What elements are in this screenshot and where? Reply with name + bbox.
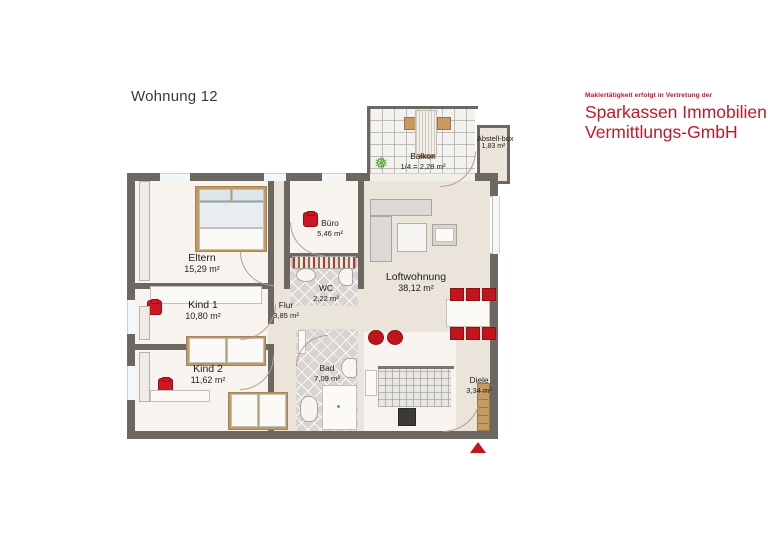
kind1-wardrobe xyxy=(139,306,150,340)
dining-chair-3 xyxy=(482,288,496,301)
exterior-wall-right xyxy=(490,173,498,439)
company-branding: Maklertätigkeit erfolgt in Vertretung de… xyxy=(585,92,767,143)
loft-sofa-back xyxy=(370,199,432,216)
branding-kicker: Maklertätigkeit erfolgt in Vertretung de… xyxy=(585,92,713,99)
entry-direction-arrow xyxy=(470,442,486,453)
interior-wall-eltern-right xyxy=(268,181,274,289)
abstellbox-floor xyxy=(480,128,507,181)
eltern-pillow-right xyxy=(232,189,264,201)
dining-chair-2 xyxy=(466,288,480,301)
room-label-flur: Flur 3,85 m² xyxy=(273,300,299,320)
buero-bookshelf xyxy=(292,256,356,269)
dining-chair-4 xyxy=(450,327,464,340)
eltern-bed-foot xyxy=(199,228,264,250)
dining-chair-1 xyxy=(450,288,464,301)
eltern-duvet xyxy=(199,202,264,228)
kitchen-stove xyxy=(398,408,416,426)
room-label-diele: Diele 3,34 m² xyxy=(466,375,492,395)
balcony-plant-icon: ❅ xyxy=(374,154,389,173)
bad-sink xyxy=(300,396,318,422)
abstellbox-wall-left xyxy=(477,125,480,184)
eltern-wardrobe xyxy=(139,181,150,281)
interior-wall-buero-left xyxy=(284,181,290,311)
bad-shower-drain xyxy=(337,405,340,408)
diele-stair-step-2 xyxy=(477,399,488,400)
kind2-desk xyxy=(150,390,210,402)
diele-stair-step-5 xyxy=(477,423,488,424)
exterior-wall-bottom xyxy=(127,431,498,439)
room-label-buero: Büro 5,46 m² xyxy=(317,218,343,238)
dining-chair-5 xyxy=(466,327,480,340)
room-label-abstellbox: Abstell-box 1,83 m² xyxy=(477,134,514,151)
eltern-dresser xyxy=(150,286,262,304)
branding-line-2: Vermittlungs-GmbH xyxy=(585,122,738,143)
wc-sink xyxy=(296,268,316,282)
room-label-balkon: Balkon 1/4 = 2,28 m² xyxy=(400,151,446,171)
kind1-radiator-icon xyxy=(147,299,162,315)
interior-wall-kind2-right xyxy=(268,350,274,431)
abstellbox-wall-right xyxy=(507,125,510,184)
diele-stair-step-4 xyxy=(477,415,488,416)
interior-wall-buero-right xyxy=(358,181,364,311)
bad-toilet xyxy=(341,358,357,378)
kitchen-counter-edge xyxy=(378,366,454,369)
kind1-bed-a xyxy=(189,338,226,363)
balcony-chair-2 xyxy=(437,117,451,130)
interior-wall-buero-bottom xyxy=(284,253,364,258)
kitchen-stool-1 xyxy=(368,330,384,345)
kind2-wardrobe xyxy=(139,352,150,402)
abstellbox-wall-top xyxy=(477,125,510,128)
room-label-kind1: Kind 1 10,80 m² xyxy=(185,299,221,321)
page-title: Wohnung 12 xyxy=(131,88,218,105)
balcony-table xyxy=(415,110,437,155)
kitchen-backsplash xyxy=(378,369,451,407)
kitchen-fridge xyxy=(365,370,377,396)
eltern-pillow-left xyxy=(199,189,231,201)
loft-coffee-table xyxy=(397,223,427,252)
balcony-wall-left xyxy=(367,106,370,184)
dining-chair-6 xyxy=(482,327,496,340)
diele-stair-step-3 xyxy=(477,407,488,408)
kitchen-stool-2 xyxy=(387,330,403,345)
room-label-loftwohnung: Loftwohnung 38,12 m² xyxy=(385,271,447,293)
balcony-wall-top xyxy=(367,106,478,109)
room-label-wc: WC 2,22 m² xyxy=(313,283,339,303)
exterior-wall-top xyxy=(127,173,498,181)
loft-dining-table xyxy=(446,299,490,327)
room-label-bad: Bad 7,09 m² xyxy=(314,363,340,383)
diele-stair-step-1 xyxy=(477,391,488,392)
wc-toilet xyxy=(338,268,353,286)
kind2-bed-b xyxy=(259,394,286,427)
kind2-bed-a xyxy=(231,394,258,427)
loft-tv-screen xyxy=(435,228,454,242)
room-label-eltern: Eltern 15,29 m² xyxy=(184,252,220,274)
room-label-kind2: Kind 2 11,62 m² xyxy=(190,363,226,385)
loft-sofa-side xyxy=(370,216,392,262)
branding-line-1: Sparkassen Immobilien xyxy=(585,102,767,122)
